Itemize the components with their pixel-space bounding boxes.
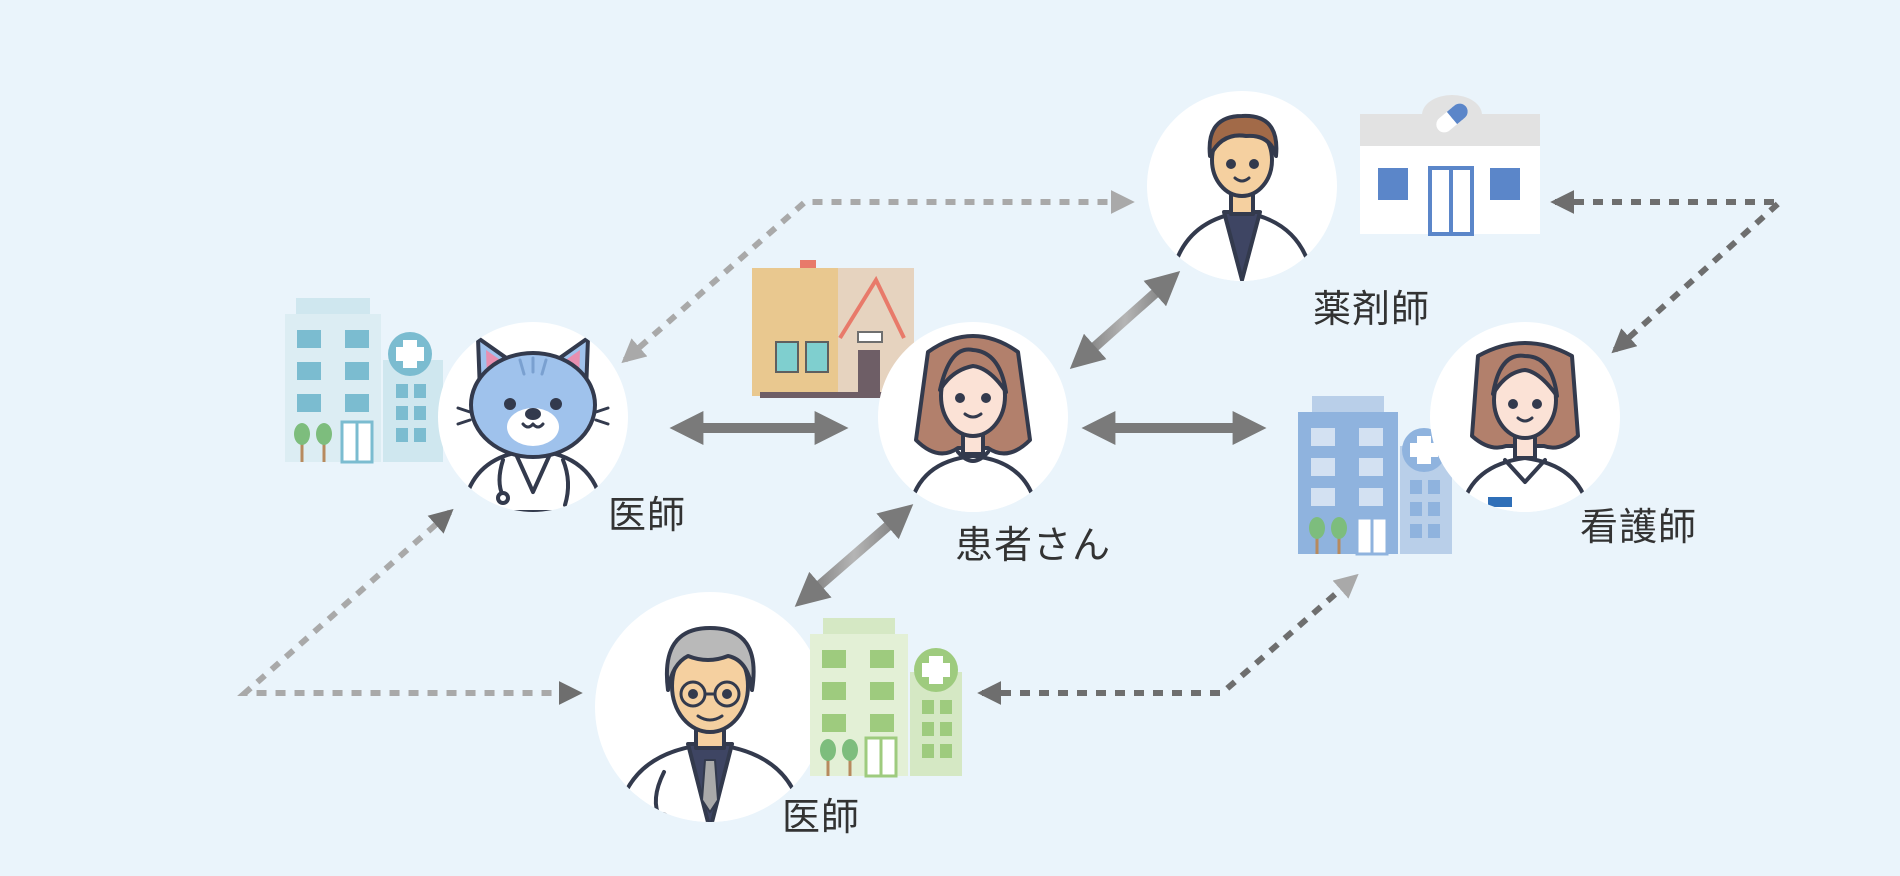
- dotted-arrow-top-right: [1550, 190, 1788, 354]
- senior-doctor-icon: [595, 592, 825, 822]
- nurse-icon: [1430, 322, 1620, 512]
- label-doctor-bottom: 医師: [782, 795, 861, 839]
- label-nurse: 看護師: [1580, 505, 1698, 549]
- woman-patient-icon: [878, 322, 1068, 512]
- pharmacy-building-icon: [1360, 95, 1540, 236]
- label-doctor-left: 医師: [608, 493, 687, 537]
- pharmacist-man-icon: [1147, 91, 1337, 281]
- cat-doctor-icon: [438, 322, 628, 512]
- label-patient: 患者さん: [955, 523, 1112, 567]
- hospital-green-icon: [810, 618, 962, 778]
- house-icon: [752, 260, 914, 398]
- solid-arrow-patient-doctor-bottom: [794, 504, 914, 607]
- solid-arrow-patient-pharmacist: [1069, 270, 1181, 370]
- hospital-teal-icon: [285, 298, 443, 464]
- hospital-blue-icon: [1298, 396, 1452, 556]
- dotted-arrow-bottom-left: [237, 508, 583, 705]
- dotted-arrow-bottom-right: [977, 573, 1359, 705]
- label-pharmacist: 薬剤師: [1313, 287, 1431, 331]
- dotted-arrow-top-left: [621, 190, 1135, 364]
